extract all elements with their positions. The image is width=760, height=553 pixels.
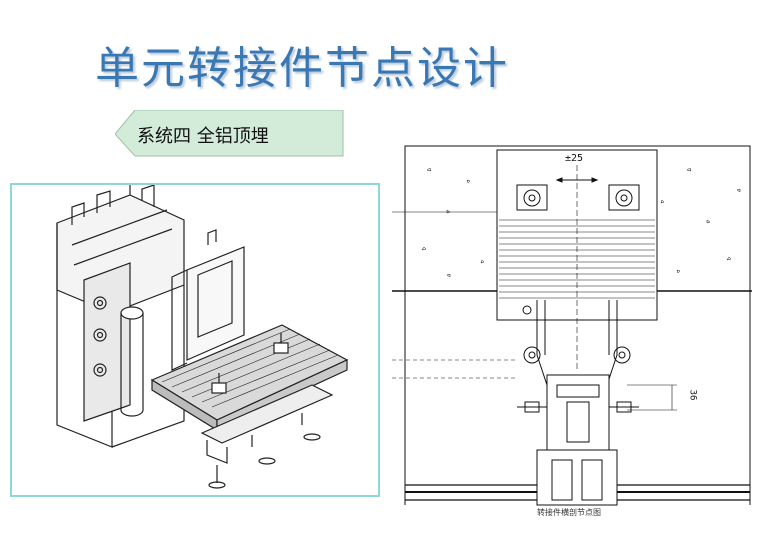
tag-arrow-shape	[115, 110, 344, 157]
cross-section-illustration	[392, 145, 752, 506]
system-tag-label: 系统四 全铝顶埋	[137, 126, 269, 147]
isometric-bracket-illustration	[56, 185, 349, 489]
page-title: 单元转接件节点设计	[95, 43, 509, 94]
dimension-adjust-label: ±25	[565, 153, 584, 164]
section-caption: 转接件横剖节点图	[537, 508, 601, 517]
isometric-bracket-drawing	[10, 183, 380, 497]
cross-section-drawing: ±25 36 转接件横剖节点图	[387, 140, 757, 520]
system-tag: 系统四 全铝顶埋	[115, 110, 345, 158]
dimension-side-label: 36	[687, 389, 698, 401]
